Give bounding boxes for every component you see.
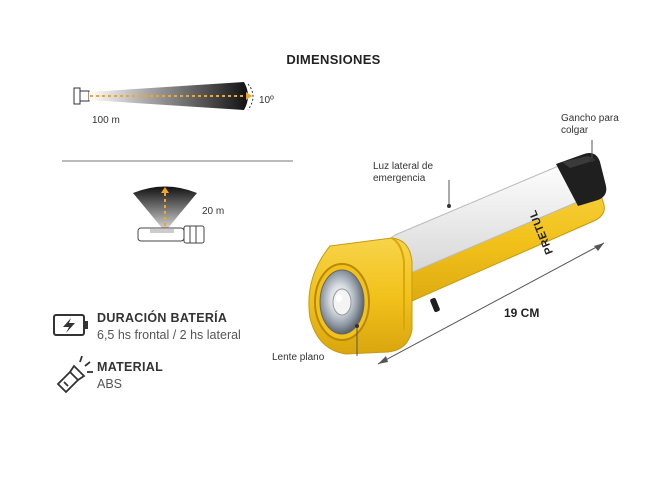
side-flashlight-outline (137, 225, 205, 244)
length-label: 19 CM (504, 306, 540, 320)
lens-callout: Lente plano (272, 352, 325, 363)
hook-callout: Gancho para colgar (561, 113, 619, 136)
material-value: ABS (97, 377, 123, 391)
mini-flashlight-outline (73, 87, 90, 105)
flashlight-product (308, 153, 607, 355)
beam-arrow-icon (246, 92, 252, 100)
flashlight-icon (56, 355, 93, 394)
battery-icon (53, 314, 88, 336)
material-title: MATERIAL (97, 360, 164, 374)
length-dimension (377, 242, 605, 365)
battery-title: DURACIÓN BATERÍA (97, 311, 228, 325)
side-beam-distance-label: 20 m (202, 206, 225, 217)
beam-distance-label: 100 m (92, 115, 120, 126)
battery-value: 6,5 hs frontal / 2 hs lateral (97, 328, 241, 342)
page-title: DIMENSIONES (286, 52, 381, 67)
beam-angle-label: 10º (259, 95, 274, 106)
side-light-callout: Luz lateral de emergencia (373, 161, 434, 184)
angle-arc (247, 83, 254, 111)
